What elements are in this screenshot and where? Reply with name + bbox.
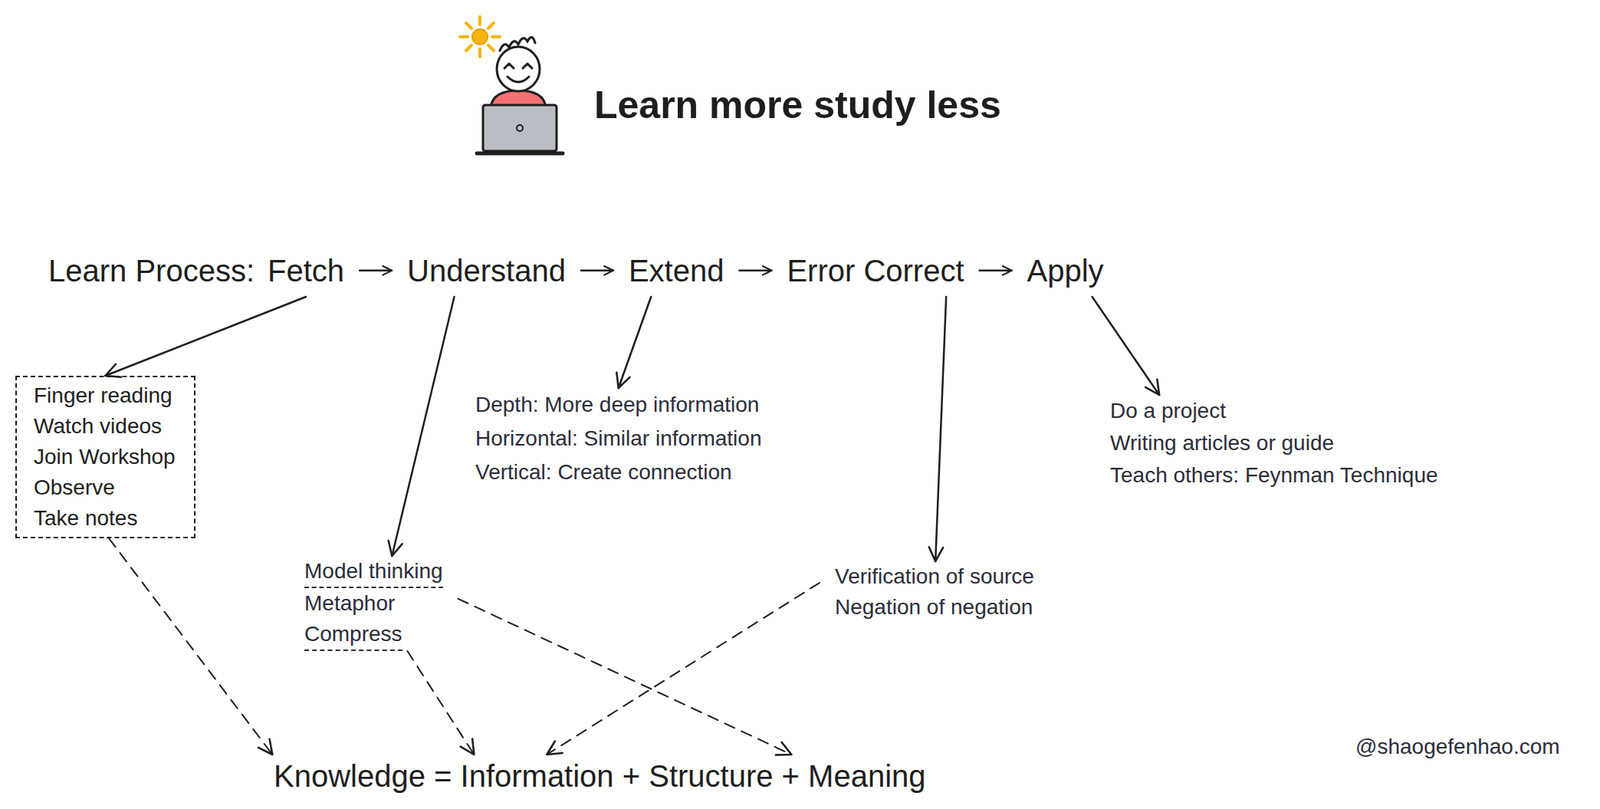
- formula-text: Knowledge = Information + Structure + Me…: [273, 757, 927, 795]
- method-item: Compress: [304, 618, 403, 651]
- method-item: Negation of negation: [834, 591, 1033, 623]
- learner-smile: [507, 76, 529, 83]
- sun-ray: [478, 16, 482, 25]
- laptop-base: [476, 151, 563, 156]
- method-list: Do a projectWriting articles or guideTea…: [1110, 394, 1439, 492]
- process-step: Apply: [1011, 250, 1120, 297]
- method-item: Horizontal: Similar information: [475, 421, 762, 456]
- laptop-logo: [516, 124, 523, 132]
- sun-ray: [488, 22, 494, 29]
- source-item: Join Workshop: [33, 441, 176, 473]
- step-text: Fetch: [267, 252, 345, 290]
- step-text: Understand: [407, 252, 566, 290]
- method-item: Do a project: [1110, 394, 1226, 428]
- source-item: Finger reading: [33, 380, 173, 411]
- source-item: Take notes: [33, 502, 138, 534]
- laptop-screen: [482, 105, 557, 152]
- method-list: Verification of sourceNegation of negati…: [819, 561, 1035, 623]
- sun-ray: [466, 45, 472, 51]
- process-step: Fetch: [252, 250, 360, 297]
- step-text: Extend: [628, 252, 725, 290]
- sun-ray: [459, 35, 468, 39]
- method-item: Metaphor: [304, 588, 395, 619]
- learner-hair: [499, 36, 536, 51]
- watermark: @shaogefenhao.com: [1355, 731, 1561, 763]
- flow-arrow: [739, 269, 772, 273]
- dashed-arrow: [108, 538, 273, 755]
- flow-arrow: [391, 296, 454, 556]
- process-step: Error Correct: [771, 250, 980, 297]
- flow-arrow: [979, 269, 1012, 273]
- step-text: Apply: [1027, 252, 1104, 290]
- flow-arrow: [1092, 296, 1160, 395]
- sun-icon: [459, 16, 500, 57]
- dashed-arrow: [407, 650, 474, 755]
- sun-ray: [466, 22, 472, 29]
- sun-ray: [492, 35, 500, 39]
- sun-ray: [488, 45, 494, 51]
- method-item: Verification of source: [834, 561, 1035, 592]
- sun-disc: [472, 29, 488, 45]
- method-item: Depth: More deep information: [475, 387, 759, 422]
- dashed-arrow: [458, 598, 792, 755]
- learner-eyes: [504, 63, 533, 69]
- learner-head: [496, 46, 540, 92]
- process-step: Understand: [391, 250, 582, 297]
- step-text: Error Correct: [786, 252, 964, 290]
- flow-arrow: [618, 296, 652, 388]
- diagram-title: Learn more study less: [594, 82, 1002, 129]
- method-item: Writing articles or guide: [1110, 427, 1334, 460]
- knowledge-formula: Knowledge = Information + Structure + Me…: [269, 754, 931, 798]
- source-item: Watch videos: [33, 410, 162, 442]
- sun-ray: [478, 49, 482, 57]
- process-label: Learn Process:: [48, 250, 255, 297]
- sun-rays: [459, 16, 500, 57]
- method-list: Depth: More deep informationHorizontal: …: [475, 387, 762, 490]
- flow-arrow: [105, 296, 306, 376]
- method-item: Vertical: Create connection: [475, 455, 733, 490]
- method-list: Model thinkingMetaphorCompress: [304, 555, 459, 651]
- method-item: Teach others: Feynman Technique: [1110, 459, 1439, 492]
- connector-group: [105, 270, 1160, 755]
- process-step: Extend: [613, 250, 740, 297]
- source-item: Observe: [33, 472, 115, 503]
- flow-arrow: [581, 269, 614, 273]
- dashed-arrow: [546, 582, 820, 755]
- source-box: Finger readingWatch videosJoin WorkshopO…: [15, 375, 196, 539]
- method-item: Model thinking: [304, 555, 444, 589]
- flow-arrow: [935, 296, 947, 562]
- flow-arrow: [359, 269, 392, 273]
